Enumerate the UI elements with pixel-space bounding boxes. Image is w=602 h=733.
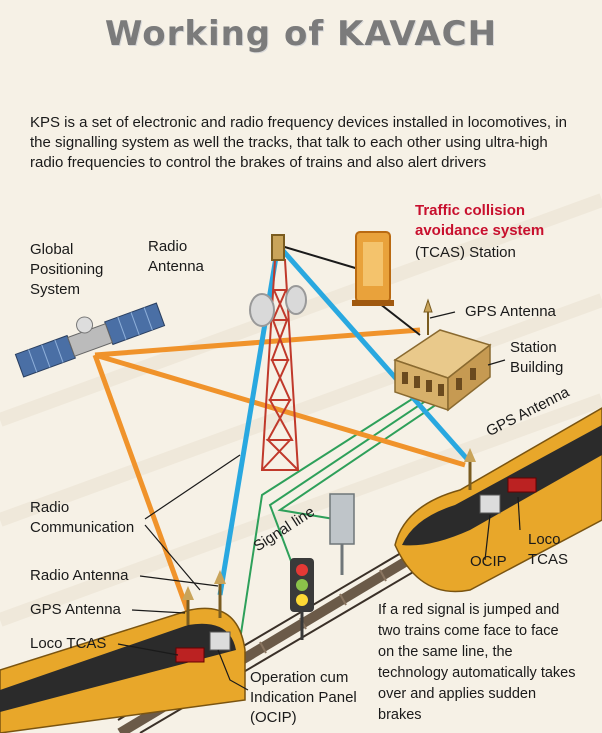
train-icon [0, 570, 246, 733]
signal-line-wires [239, 361, 481, 641]
station-building-label: Station Building [510, 339, 564, 376]
train1-ocip-label: Operation cum Indication Panel (OCIP) [250, 669, 357, 726]
train2-loco-tcas-label: Loco TCAS [528, 531, 569, 568]
train1-radio-antenna-label: Radio Antenna [30, 567, 129, 584]
page-title: Working of KAVACH [104, 14, 498, 54]
tcas-station-label: (TCAS) Station [415, 244, 516, 261]
station-gps-antenna-label: GPS Antenna [465, 303, 556, 320]
tower-radio-antenna-label: Radio Antenna [148, 238, 204, 275]
satellite-icon [14, 302, 166, 378]
brake-note: If a red signal is jumped and two trains… [378, 602, 576, 723]
signal-box-icon [329, 493, 355, 575]
radio-communication-label: Radio Communication [30, 499, 135, 536]
train-icon [394, 407, 602, 593]
tcas-station-icon [352, 231, 394, 306]
radio-tower-icon [249, 234, 307, 471]
tcas-title-label: Traffic collision avoidance system [415, 202, 545, 239]
train1-gps-antenna-label: GPS Antenna [30, 601, 121, 618]
traffic-signal-icon [290, 558, 314, 640]
gps-system-label: Global Positioning System [30, 241, 104, 298]
intro-text: KPS is a set of electronic and radio fre… [30, 114, 567, 171]
callout-lines [117, 311, 521, 691]
gps-links [92, 327, 466, 613]
tcas-link [277, 244, 363, 271]
train2-ocip-label: OCIP [470, 553, 507, 570]
station-building-icon [393, 298, 492, 412]
train1-loco-tcas-label: Loco TCAS [30, 635, 107, 652]
